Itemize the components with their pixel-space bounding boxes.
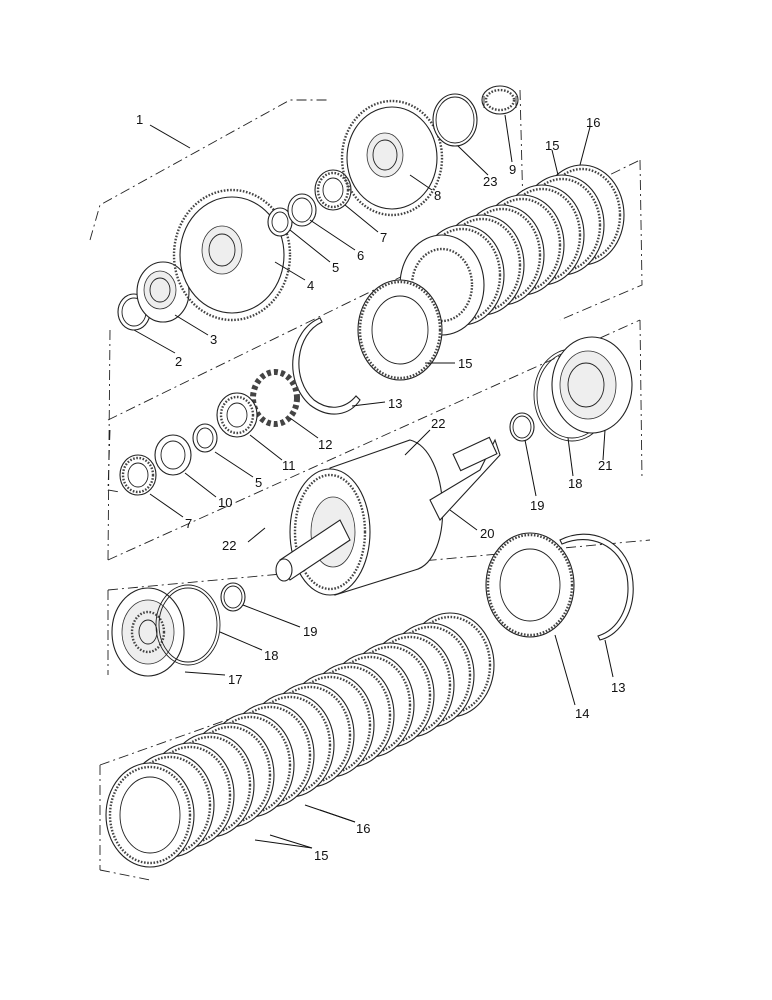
callout-5-mid: 5 [255, 475, 262, 490]
clutch-drum-part-20 [275, 436, 501, 596]
callout-23: 23 [483, 174, 497, 189]
clutch-pack-lower [105, 612, 495, 868]
thrust-bearing-part-7-mid [119, 454, 157, 496]
washer-part-6 [287, 193, 317, 227]
piston-part-21 [551, 336, 633, 434]
leader-lines [133, 114, 614, 849]
thrust-bearing-part-11 [216, 392, 258, 438]
callout-15-single: 15 [458, 356, 472, 371]
callout-19-left: 19 [303, 624, 317, 639]
callout-12: 12 [318, 437, 332, 452]
gear-part-8 [340, 99, 444, 217]
callout-22-top: 22 [431, 416, 445, 431]
callout-17: 17 [228, 672, 242, 687]
callout-5-top: 5 [332, 260, 339, 275]
piston-part-17 [111, 587, 185, 677]
callout-6: 6 [357, 248, 364, 263]
callout-21: 21 [598, 458, 612, 473]
spring-part-12 [250, 369, 300, 427]
bearing-race-part-10 [154, 434, 192, 476]
callout-4: 4 [307, 278, 314, 293]
callout-15-top: 15 [545, 138, 559, 153]
callout-11: 11 [282, 458, 296, 473]
friction-disc-part-14 [485, 532, 575, 638]
callout-15-bottom: 15 [314, 848, 328, 863]
clutch-pack-upper [399, 164, 625, 336]
gear-part-4 [172, 188, 292, 322]
callout-2: 2 [175, 354, 182, 369]
friction-disc-part-15-single [357, 279, 443, 381]
callout-19-right: 19 [530, 498, 544, 513]
seal-part-18-left [155, 584, 221, 666]
callout-7-mid: 7 [185, 516, 192, 531]
callout-18-left: 18 [264, 648, 278, 663]
ring-part-23 [432, 93, 478, 147]
o-ring-part-19-left [220, 582, 246, 612]
bearing-part-3 [136, 261, 190, 323]
callout-1: 1 [136, 112, 143, 127]
snap-ring-part-13-top [292, 317, 361, 415]
callout-labels: 1 2 3 4 5 6 7 8 23 9 16 15 15 13 12 11 5… [136, 112, 625, 863]
callout-7-top: 7 [380, 230, 387, 245]
callout-13-top: 13 [388, 396, 402, 411]
callout-3: 3 [210, 332, 217, 347]
washer-part-5-mid [192, 423, 218, 453]
callout-14: 14 [575, 706, 589, 721]
thrust-bearing-part-7-top [314, 169, 352, 211]
callout-18-right: 18 [568, 476, 582, 491]
callout-20: 20 [480, 526, 494, 541]
washer-part-5-top [267, 207, 293, 237]
callout-10: 10 [218, 495, 232, 510]
o-ring-part-19-right [509, 412, 535, 442]
callout-13-bottom: 13 [611, 680, 625, 695]
callout-8: 8 [434, 188, 441, 203]
callout-16-bottom: 16 [356, 821, 370, 836]
callout-9: 9 [509, 162, 516, 177]
snap-ring-part-13-bottom [559, 533, 634, 641]
callout-22-bottom: 22 [222, 538, 236, 553]
callout-16-top: 16 [586, 115, 600, 130]
needle-bearing-part-9 [481, 85, 519, 115]
